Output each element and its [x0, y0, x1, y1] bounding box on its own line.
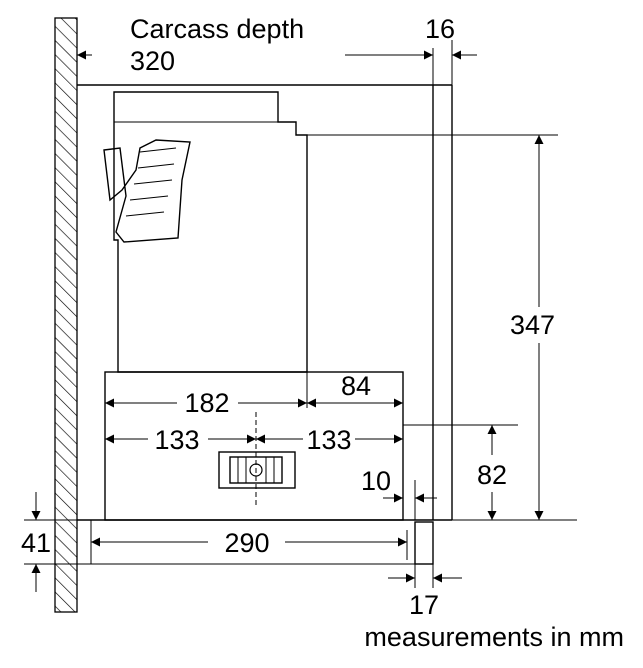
label-bottom-width: 290 — [224, 528, 269, 558]
dimension-rail-height — [403, 424, 518, 520]
label-half-left: 133 — [154, 425, 199, 455]
label-carcass-depth-value: 320 — [130, 46, 175, 76]
socket-symbol — [218, 412, 296, 505]
label-carcass-depth-title: Carcass depth — [130, 14, 304, 44]
dimension-bottom-width — [90, 530, 408, 560]
label-width-front: 182 — [184, 388, 229, 418]
label-rail-height: 82 — [477, 460, 507, 490]
appliance-body — [104, 91, 404, 521]
dimension-rear-offset — [383, 425, 437, 520]
label-rear-offset: 10 — [361, 466, 391, 496]
label-units-note: measurements in mm — [364, 622, 624, 652]
dimension-depth-182-84 — [105, 372, 404, 425]
wall-hatched — [54, 17, 78, 613]
dimension-bottom-offset — [24, 492, 91, 592]
label-total-height: 347 — [510, 310, 555, 340]
cabinet-carcass — [77, 84, 453, 565]
dimension-front-panel — [388, 564, 462, 588]
dimension-carcass-depth — [76, 18, 477, 85]
label-front-panel: 17 — [409, 590, 439, 620]
label-panel-thickness: 16 — [425, 14, 455, 44]
extraction-flap — [103, 139, 191, 243]
label-width-rear: 84 — [341, 371, 371, 401]
dimension-total-height — [296, 134, 577, 521]
label-half-right: 133 — [306, 425, 351, 455]
label-bottom-offset: 41 — [21, 528, 51, 558]
